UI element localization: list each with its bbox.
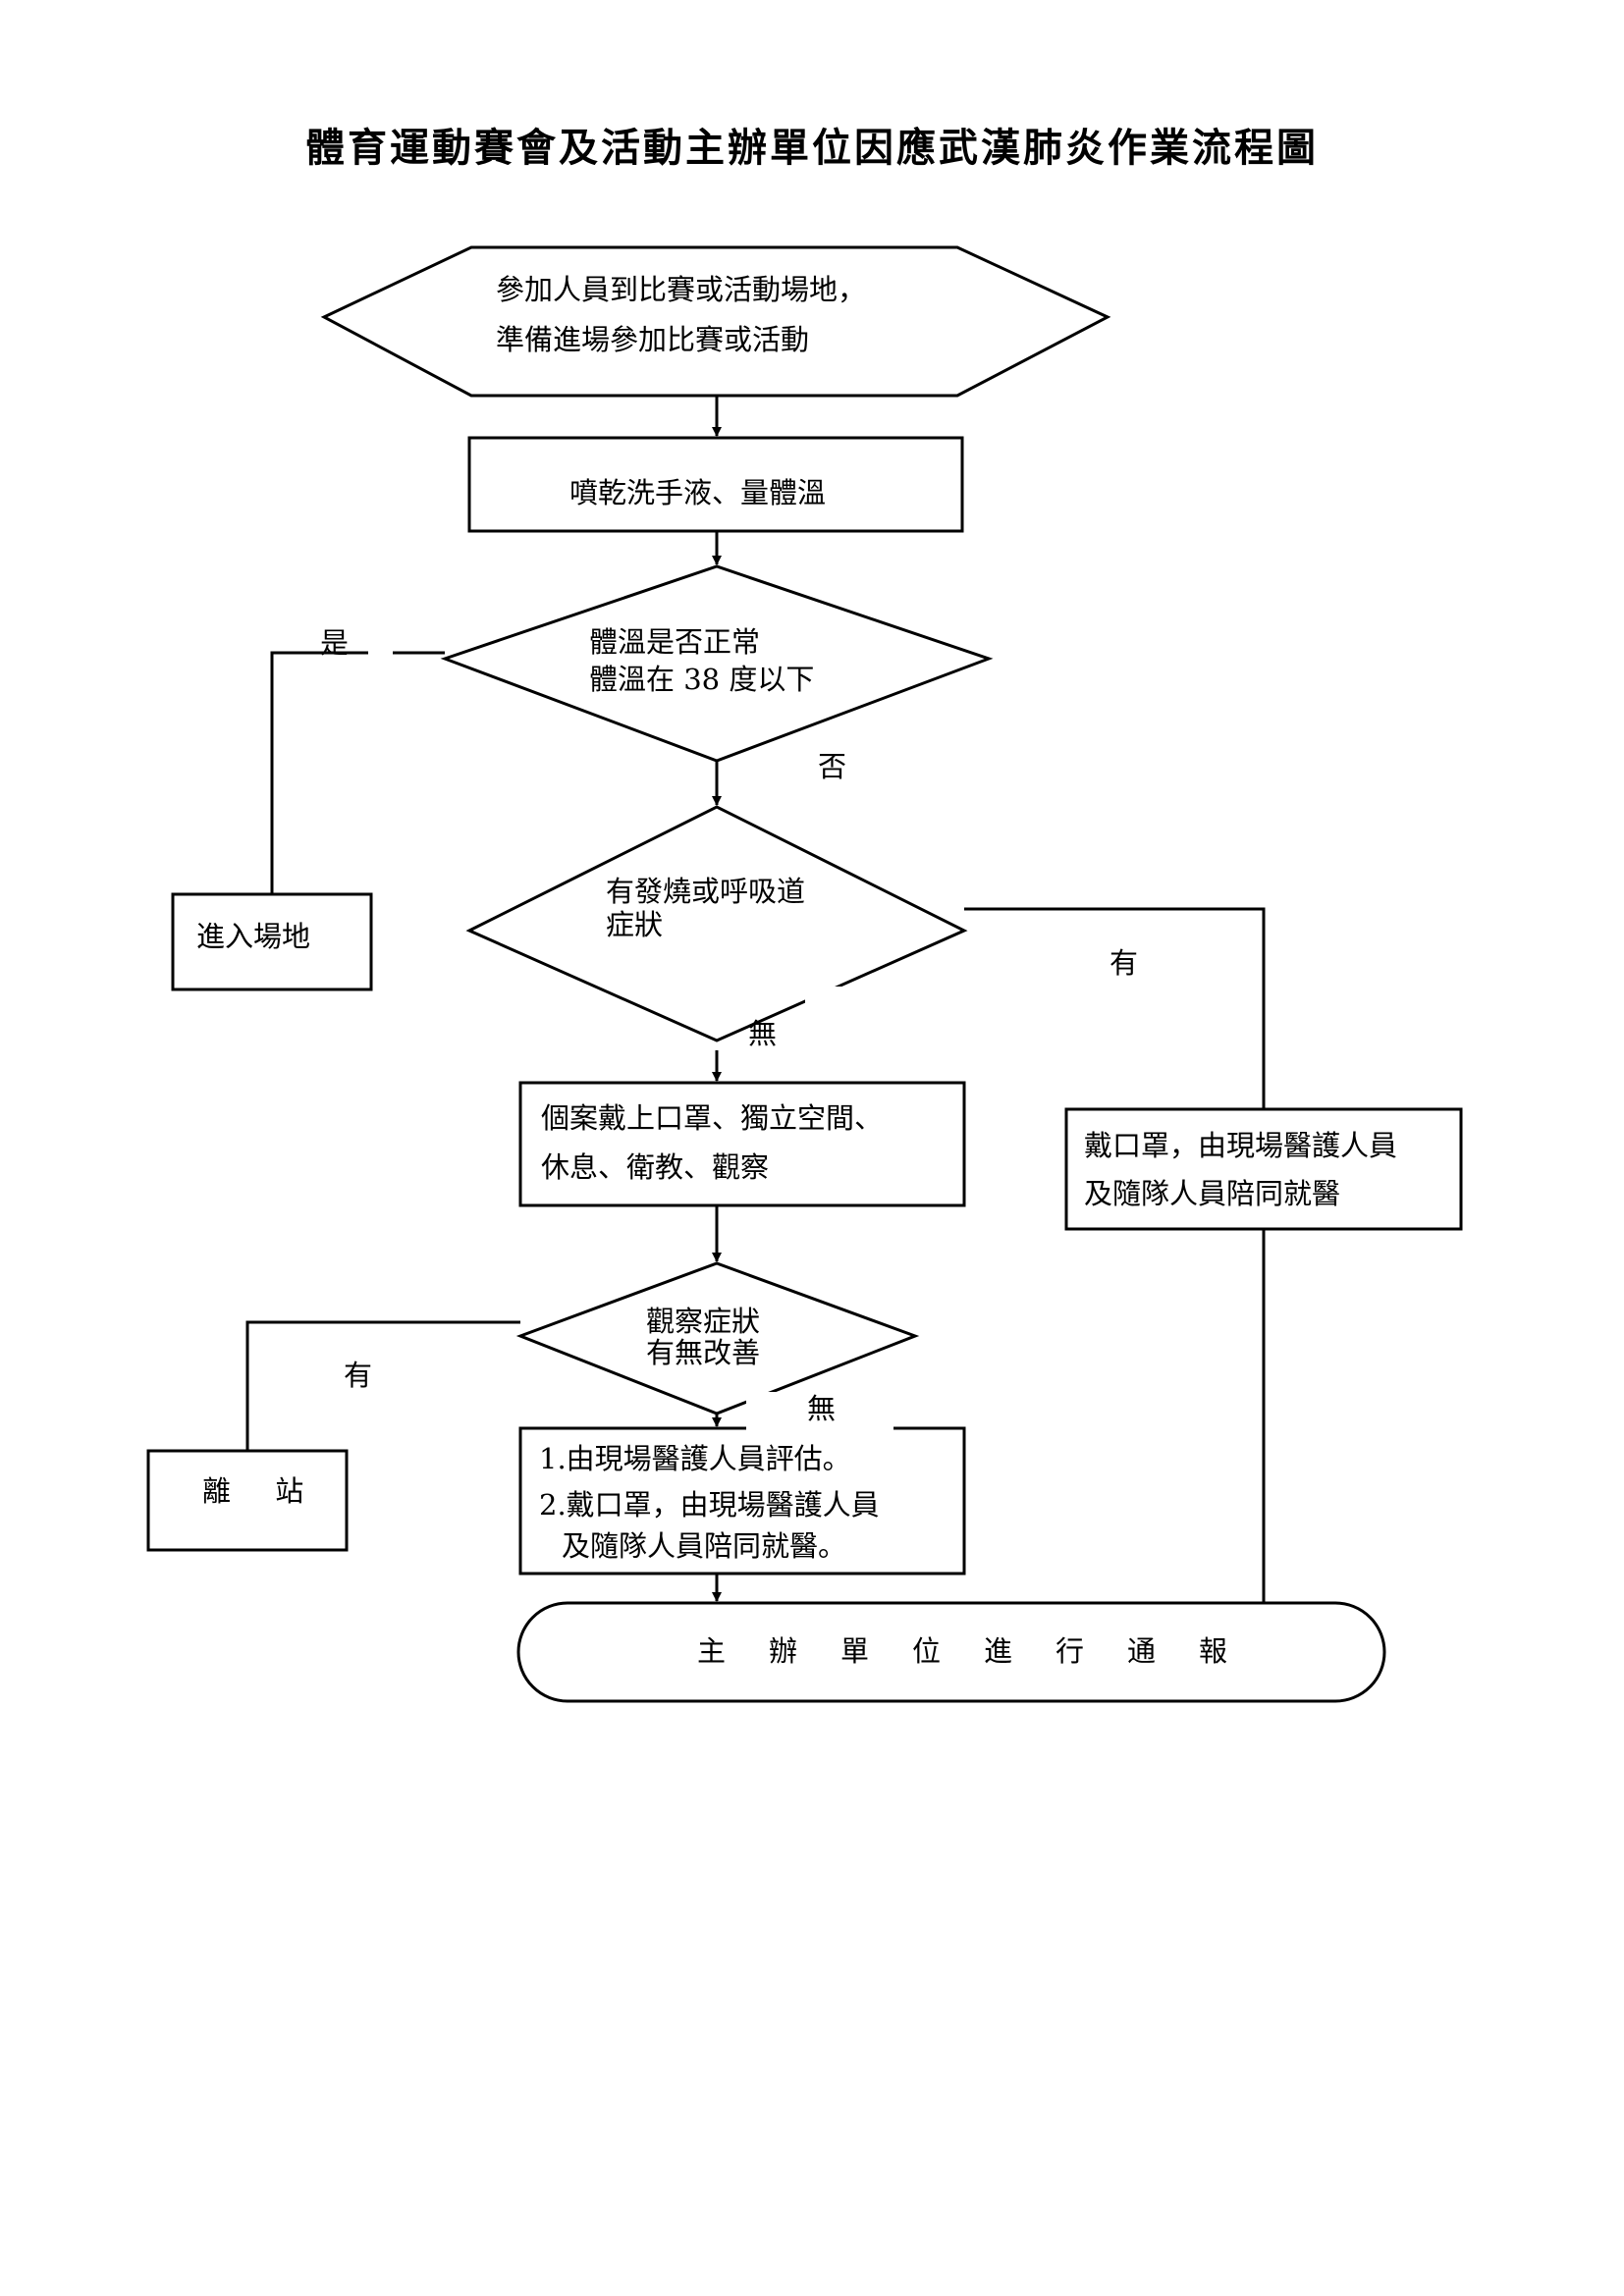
page-title: 體育運動賽會及活動主辦單位因應武漢肺炎作業流程圖: [305, 126, 1319, 171]
observe-decision-diamond: [515, 1261, 920, 1415]
temp-check-line2: 體溫在 38 度以下: [589, 663, 815, 696]
edge-label-observe-yes: 有: [344, 1359, 373, 1392]
start-text-line2: 準備進場參加比賽或活動: [496, 323, 810, 356]
evaluate-text-line3: 及隨隊人員陪同就醫。: [562, 1529, 847, 1563]
sanitize-text: 噴乾洗手液、量體溫: [569, 476, 827, 509]
hospital-text-line2: 及隨隊人員陪同就醫: [1084, 1177, 1341, 1210]
report-text: 主辦單位進行通報: [697, 1634, 1272, 1668]
start-hexagon: [320, 245, 1111, 398]
edge-label-temp-yes: 是: [320, 626, 350, 660]
edge-temp-yes-enter-2: [270, 651, 368, 894]
isolate-text-line2: 休息、衛教、觀察: [541, 1150, 770, 1184]
edge-symptom-yes-hospital: [964, 907, 1266, 1109]
enter-text: 進入場地: [196, 920, 311, 953]
evaluate-box: [518, 1426, 966, 1575]
edge-label-observe-no: 無: [807, 1392, 837, 1425]
edge-label-symptom-yes: 有: [1110, 946, 1139, 980]
observe-check-line2: 有無改善: [646, 1336, 761, 1369]
evaluate-text-line1: 1.由現場醫護人員評估。: [539, 1442, 851, 1475]
temp-decision-diamond: [440, 564, 994, 763]
symptom-decision-diamond: [465, 805, 968, 1042]
evaluate-text-line2: 2.戴口罩，由現場醫護人員: [539, 1488, 880, 1522]
leave-text: 離 站: [202, 1474, 322, 1508]
hospital-text-line1: 戴口罩，由現場醫護人員: [1084, 1129, 1398, 1162]
observe-check-line1: 觀察症狀: [646, 1305, 761, 1338]
isolate-box: [518, 1081, 966, 1207]
report-terminal: [516, 1601, 1386, 1703]
isolate-text-line1: 個案戴上口罩、獨立空間、: [541, 1101, 884, 1135]
edge-observe-yes-leave: [245, 1320, 520, 1451]
edge-label-symptom-no: 無: [748, 1017, 778, 1050]
symptom-check-line2: 症狀: [606, 908, 664, 941]
symptom-check-line1: 有發燒或呼吸道: [606, 875, 806, 908]
temp-check-line1: 體溫是否正常: [589, 625, 761, 659]
edge-label-temp-no: 否: [818, 750, 847, 783]
start-text-line1: 參加人員到比賽或活動場地，: [496, 273, 867, 306]
